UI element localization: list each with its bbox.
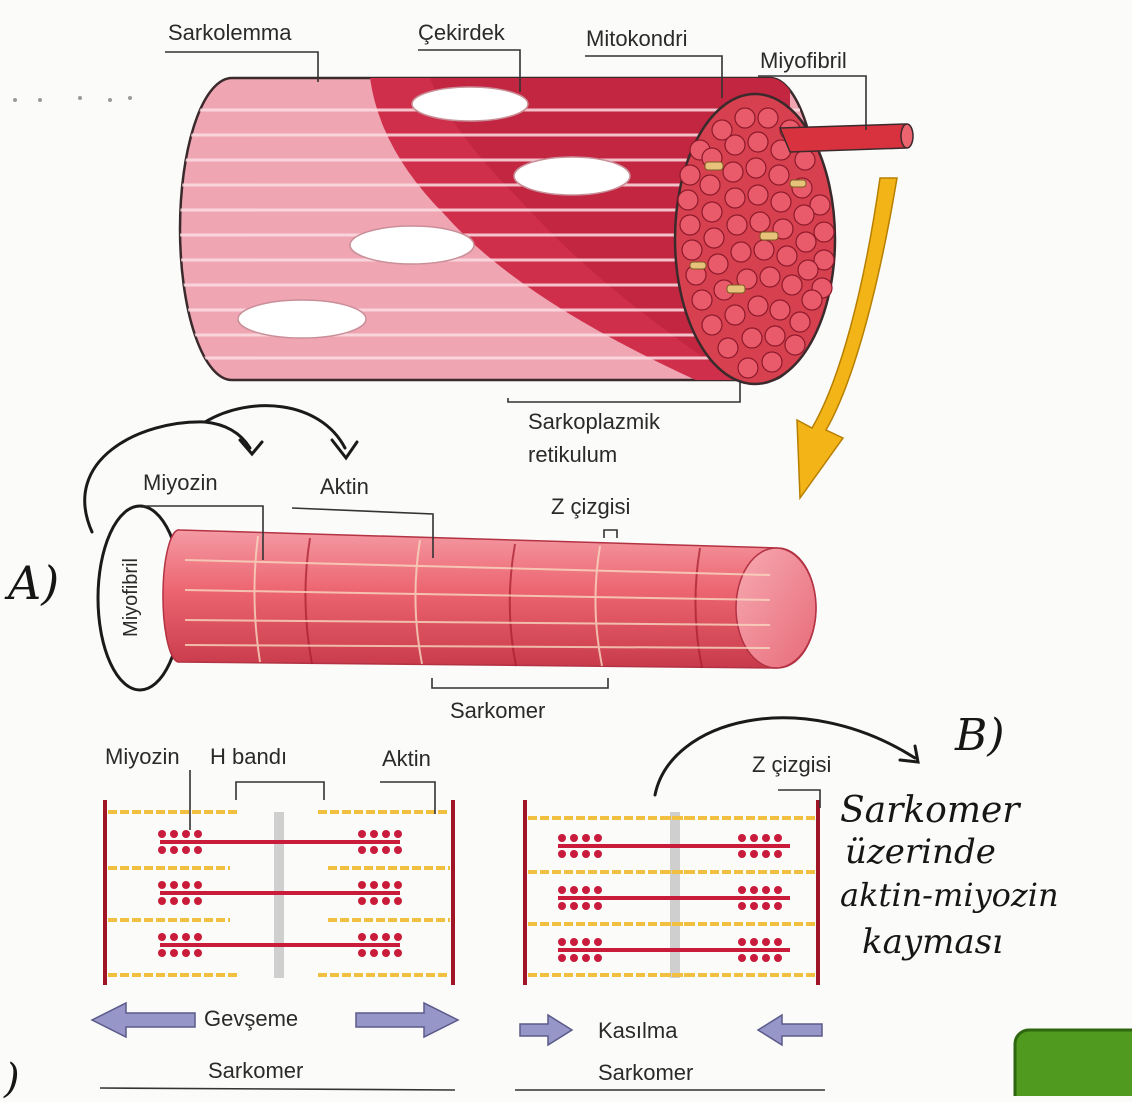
- nucleus-2: [514, 157, 630, 195]
- nucleus-3: [350, 226, 474, 264]
- label-mitochondria: Mitokondri: [586, 26, 687, 52]
- label-myofibril-vertical: Miyofibril: [120, 558, 143, 637]
- label-contraction: Kasılma: [598, 1018, 677, 1044]
- note-line-1: Sarkomer: [840, 790, 1019, 831]
- label-z-line: Z çizgisi: [551, 494, 630, 520]
- label-h-band: H bandı: [210, 744, 287, 770]
- label-actin: Aktin: [320, 474, 369, 500]
- label-sarcomere-right: Sarkomer: [598, 1060, 693, 1086]
- label-sarcomere: Sarkomer: [450, 698, 545, 724]
- label-z-line-sarc: Z çizgisi: [752, 752, 831, 778]
- sarcomere-left-leaders: [190, 770, 435, 830]
- protruding-myofibril: [780, 124, 911, 152]
- label-actin-sarc: Aktin: [382, 746, 431, 772]
- label-myosin-sarc: Miyozin: [105, 744, 180, 770]
- sarcomere-relaxed: [105, 800, 453, 985]
- z-line-leader: [778, 790, 820, 808]
- label-sarcomere-left: Sarkomer: [208, 1058, 303, 1084]
- note-line-2: üzerinde: [845, 832, 996, 872]
- myofibril-tube: [163, 530, 816, 668]
- label-myofibril-top: Miyofibril: [760, 48, 847, 74]
- label-relaxation: Gevşeme: [204, 1006, 298, 1032]
- nucleus-1: [412, 87, 528, 121]
- nucleus-4: [238, 300, 366, 338]
- handwritten-b: B): [955, 710, 1005, 761]
- myofibril-end: [736, 548, 816, 668]
- label-myosin: Miyozin: [143, 470, 218, 496]
- label-sr-1: Sarkoplazmik: [528, 409, 660, 435]
- note-line-3: aktin-miyozin: [840, 876, 1059, 914]
- handwritten-c: ): [4, 1056, 20, 1102]
- sarcomere-contracted: [525, 800, 818, 985]
- blue-arrows: [92, 1003, 822, 1045]
- bottom-sarcomere-lines: [100, 1088, 825, 1090]
- label-nucleus: Çekirdek: [418, 20, 505, 46]
- handwritten-a: A): [8, 556, 59, 610]
- green-box: [1015, 1030, 1132, 1096]
- note-line-4: kayması: [862, 922, 1003, 962]
- label-sr-2: retikulum: [528, 442, 617, 468]
- dot-scribbles: [13, 96, 132, 102]
- label-sarcolemma: Sarkolemma: [168, 20, 291, 46]
- muscle-fiber: [180, 78, 913, 384]
